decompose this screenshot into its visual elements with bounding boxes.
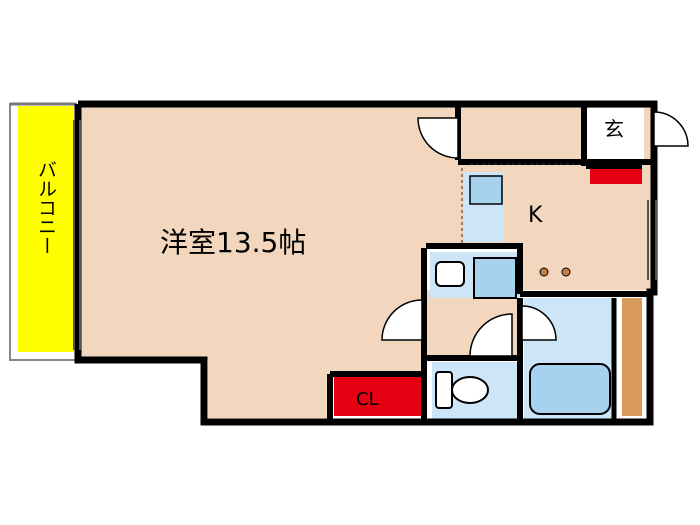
western-room-label: 洋室13.5帖 <box>160 226 306 259</box>
stove-icon <box>539 267 571 277</box>
washing-machine-icon <box>473 257 517 299</box>
closet <box>334 376 424 416</box>
bathtub-icon <box>529 363 611 415</box>
balcony <box>9 102 77 361</box>
doors <box>381 111 689 357</box>
western-room <box>80 106 458 418</box>
walls <box>74 100 658 426</box>
closet-label: CL <box>356 389 379 410</box>
toilet-icon <box>435 371 489 409</box>
fridge-icon <box>469 175 503 205</box>
shelf <box>622 298 642 416</box>
kitchen-label: K <box>528 203 543 228</box>
entrance-label: 玄 <box>604 117 624 141</box>
entrance <box>584 108 644 164</box>
balcony-label: バルコニー <box>35 160 57 255</box>
balcony-label-text: バルコニー <box>35 160 57 255</box>
balcony-window <box>73 120 81 350</box>
kitchen-window <box>647 200 657 280</box>
entrance-shoe-box <box>590 168 642 184</box>
washbasin-icon <box>435 261 465 287</box>
